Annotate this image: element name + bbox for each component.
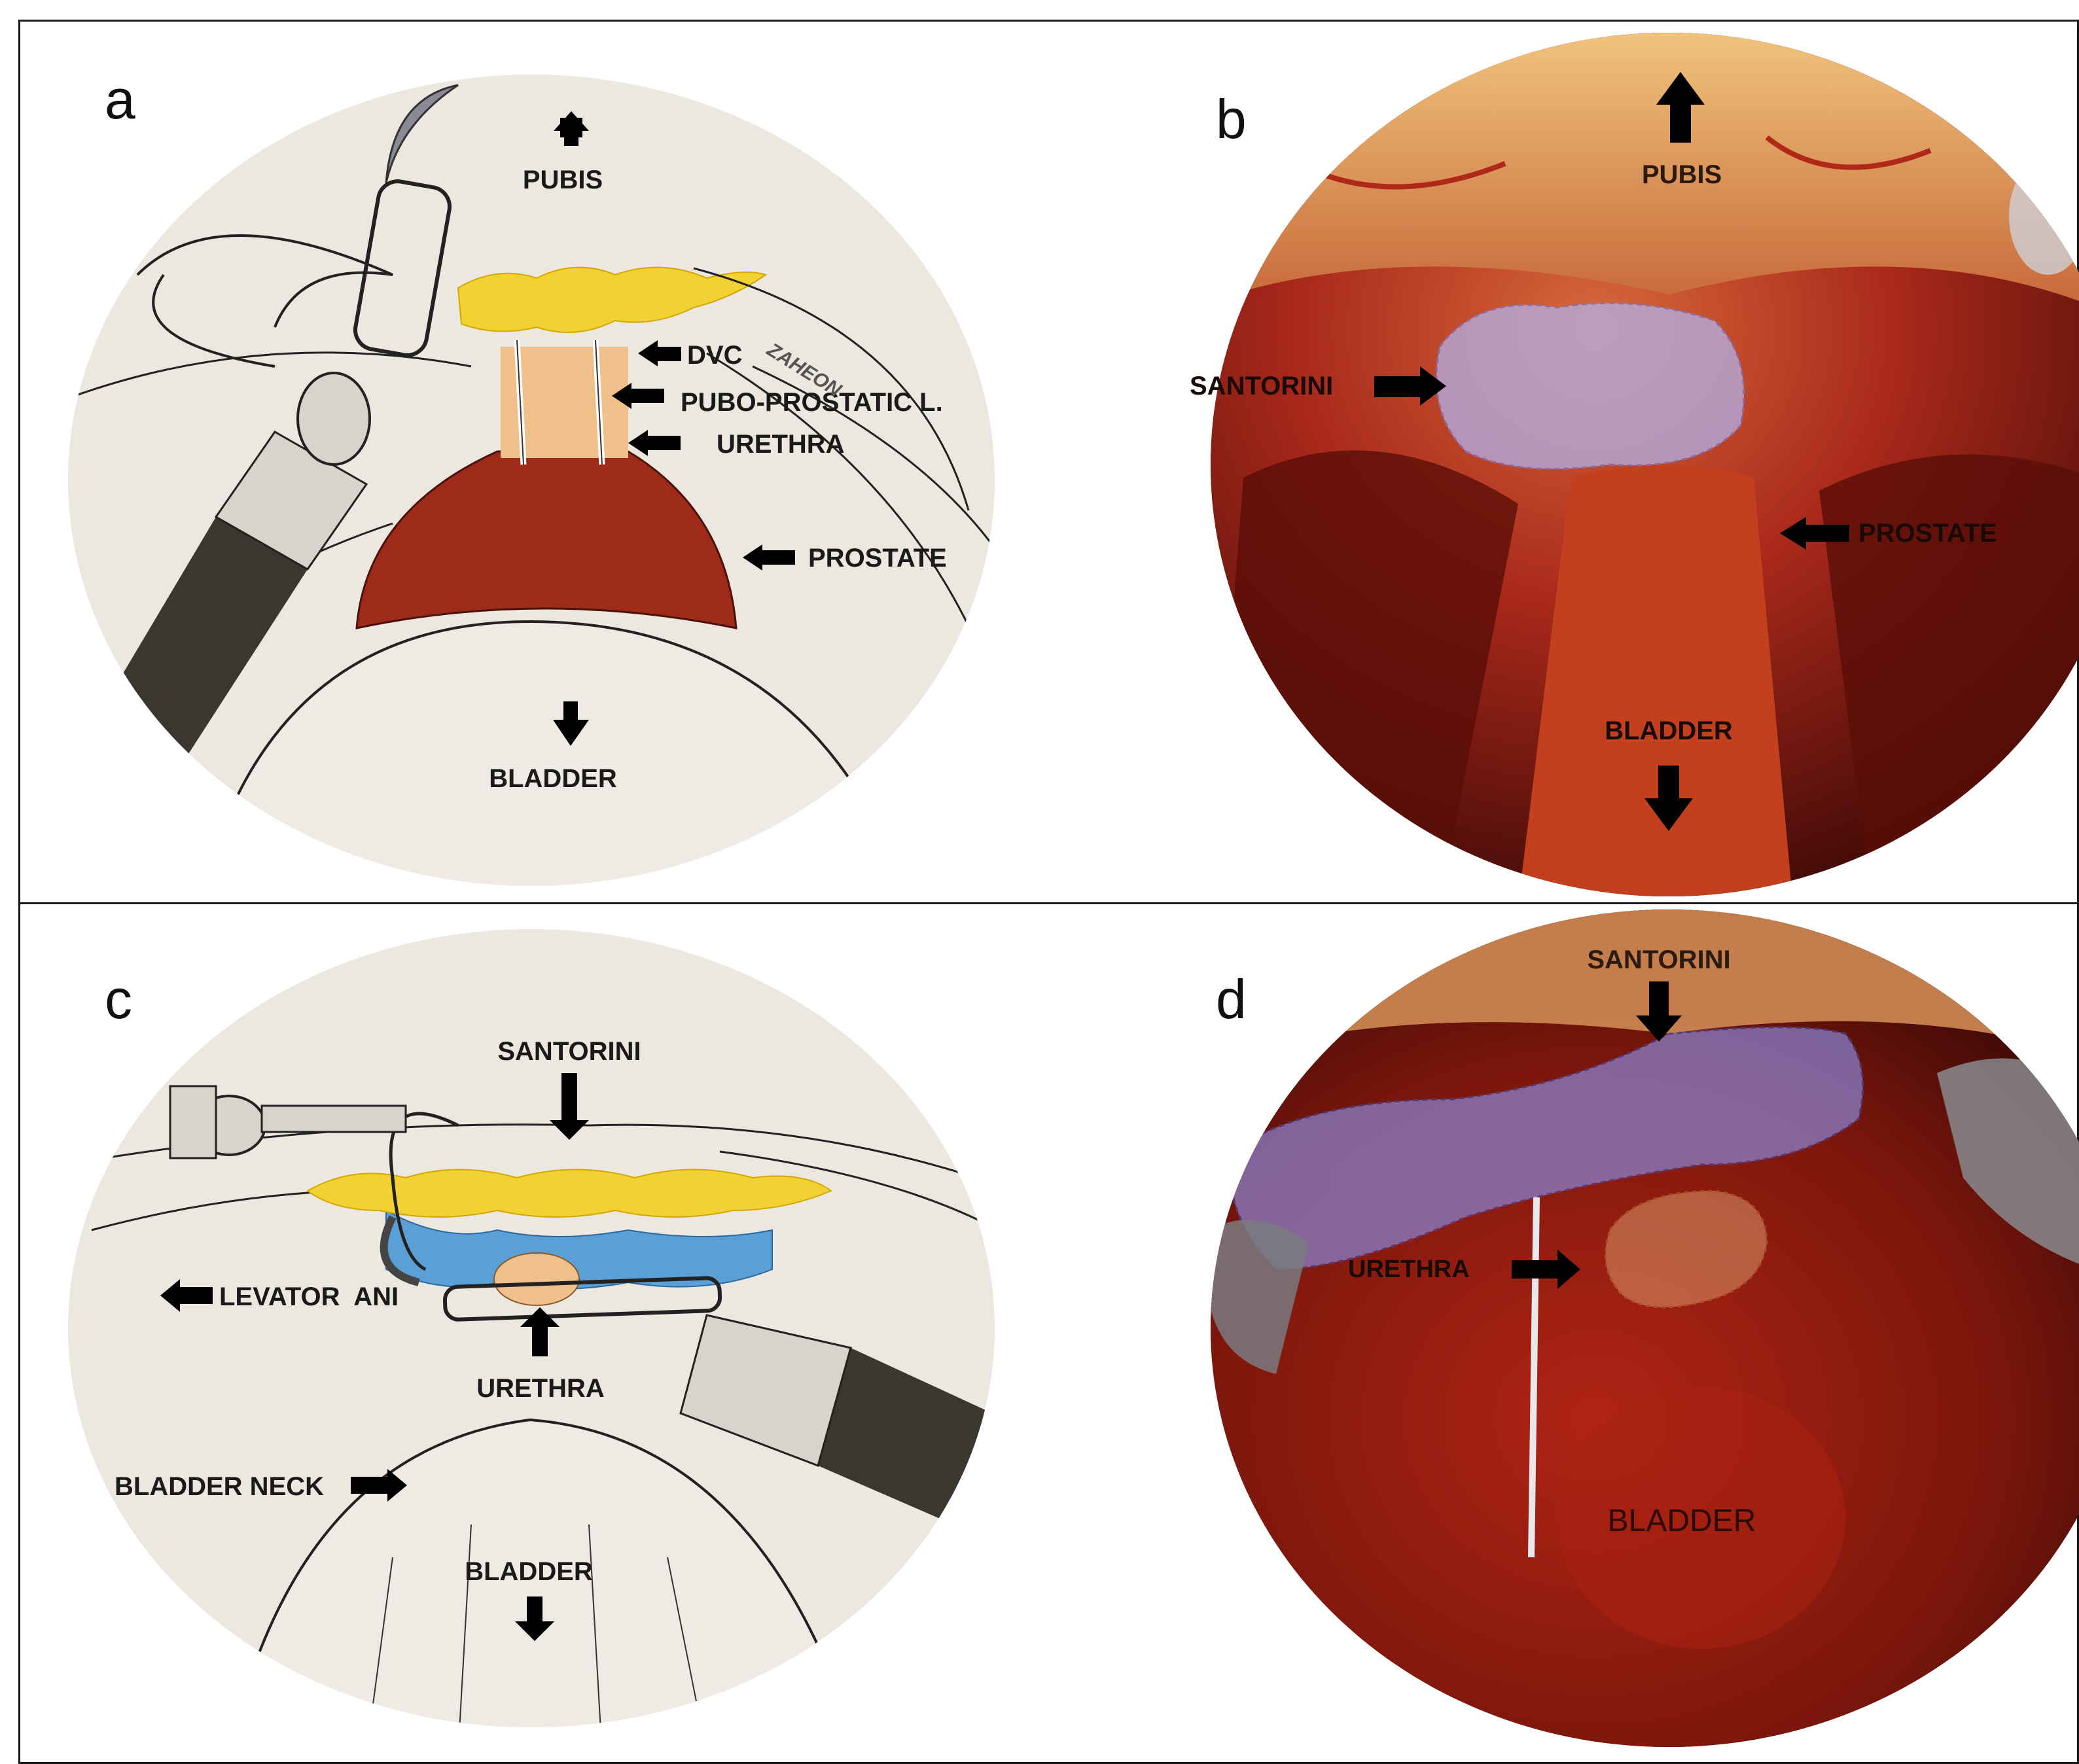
label-prostate: PROSTATE xyxy=(1858,519,1997,548)
label-bladder: BLADDER xyxy=(1605,716,1733,745)
urethra-shape xyxy=(494,1253,579,1305)
panel-c: SANTORINI LEVATOR ANI URETHRA BLADDER NE… xyxy=(0,903,1039,1764)
panel-d: SANTORINI URETHRA BLADDER xyxy=(1112,903,2079,1764)
label-santorini: SANTORINI xyxy=(1190,372,1333,400)
label-urethra: URETHRA xyxy=(717,430,845,459)
label-pubo-prostatic: PUBO-PROSTATIC L. xyxy=(681,388,943,417)
panel-d-letter: d xyxy=(1216,972,1247,1027)
panel-a: PUBIS DVC PUBO-PROSTATIC L. URETHRA PROS… xyxy=(0,0,1039,903)
label-pubis: PUBIS xyxy=(1642,160,1722,189)
panel-b: PUBIS SANTORINI PROSTATE BLADDER xyxy=(1112,20,2079,904)
panel-b-letter: b xyxy=(1216,92,1247,147)
label-prostate: PROSTATE xyxy=(808,544,947,573)
label-santorini: SANTORINI xyxy=(497,1037,641,1066)
label-bladder: BLADDER xyxy=(489,764,617,793)
panel-c-letter: c xyxy=(105,972,132,1027)
label-bladder: BLADDER xyxy=(1608,1504,1756,1538)
santorini-overlay xyxy=(1436,303,1744,468)
label-urethra: URETHRA xyxy=(1348,1256,1470,1283)
label-dvc: DVC xyxy=(687,341,742,370)
label-pubis: PUBIS xyxy=(523,166,603,194)
panel-a-letter: a xyxy=(105,72,135,127)
label-santorini: SANTORINI xyxy=(1587,945,1730,974)
label-bladder-neck: BLADDER NECK xyxy=(115,1472,324,1501)
label-urethra: URETHRA xyxy=(476,1374,605,1403)
label-bladder: BLADDER xyxy=(465,1557,593,1586)
label-levator-ani: LEVATOR ANI xyxy=(219,1282,399,1311)
